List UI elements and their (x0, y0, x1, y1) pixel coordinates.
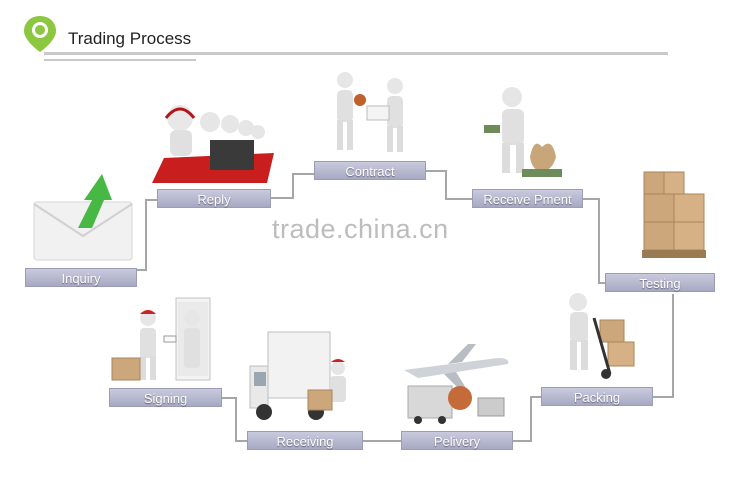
hand-truck-icon (569, 293, 635, 379)
step-label-reply: Reply (157, 189, 271, 208)
step-label-signing: Signing (109, 388, 222, 407)
money-bags-icon (484, 87, 562, 177)
envelope-arrow-icon (33, 174, 133, 261)
step-label-delivery: Pelivery (401, 431, 513, 450)
page-title: Trading Process (68, 29, 192, 48)
title-underline (44, 59, 196, 61)
airplane-truck-icon (404, 344, 509, 424)
title-divider (44, 52, 668, 55)
signing-door-icon (111, 297, 211, 381)
watermark-text: trade.china.cn (272, 214, 449, 244)
step-label-testing: Testing (605, 273, 715, 292)
step-label-inquiry: Inquiry (25, 268, 137, 287)
delivery-truck-icon (249, 331, 346, 420)
handshake-figures-icon (337, 72, 403, 152)
step-label-receiving: Receiving (247, 431, 363, 450)
step-label-contract: Contract (314, 161, 426, 180)
stacked-boxes-icon (642, 171, 706, 258)
step-label-receive-payment: Receive Pment (472, 189, 583, 208)
location-pin-logo-icon (24, 16, 56, 52)
support-agents-icon (152, 105, 274, 183)
step-label-packing: Packing (541, 387, 653, 406)
